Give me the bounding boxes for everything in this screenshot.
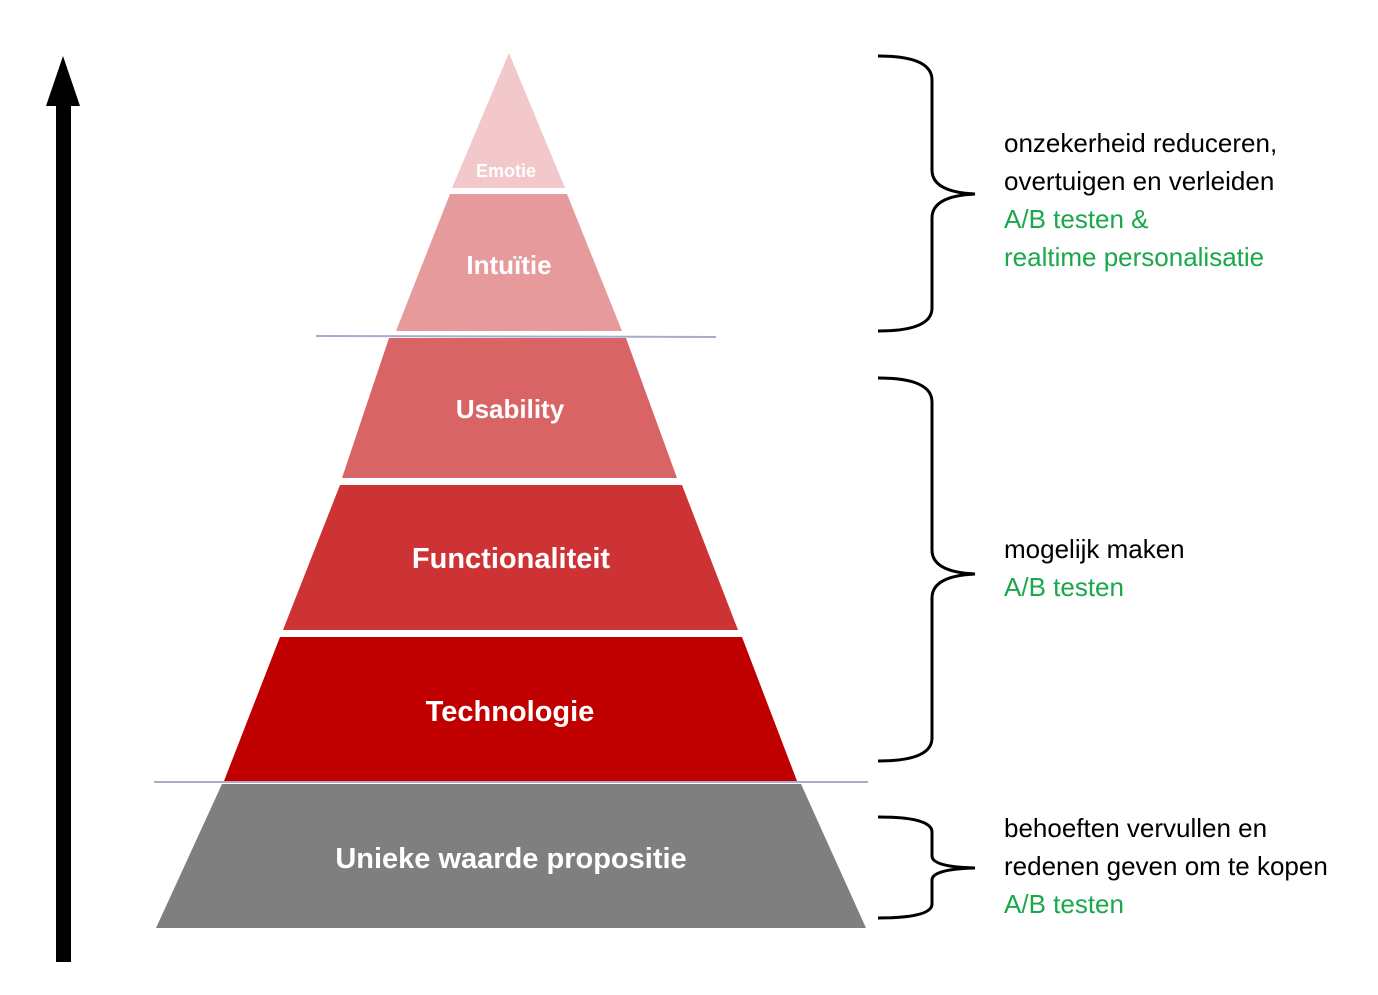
divider-line-upper	[315, 335, 717, 338]
note-top-line1: onzekerheid reduceren,	[1004, 128, 1278, 158]
label-usability: Usability	[456, 394, 565, 424]
note-middle: mogelijk maken A/B testen	[1004, 530, 1185, 606]
layer-technologie	[224, 637, 797, 781]
label-technologie: Technologie	[426, 696, 595, 728]
layer-emotie	[452, 53, 565, 188]
arrow-head-icon	[46, 56, 80, 106]
arrow-shaft	[56, 100, 71, 962]
label-functionaliteit: Functionaliteit	[412, 543, 611, 575]
label-propositie: Unieke waarde propositie	[335, 843, 686, 875]
brace-top	[877, 54, 976, 333]
note-top: onzekerheid reduceren, overtuigen en ver…	[1004, 124, 1277, 276]
label-emotie: Emotie	[476, 161, 536, 181]
note-bottom-line2: redenen geven om te kopen	[1004, 851, 1328, 881]
note-middle-green1: A/B testen	[1004, 572, 1124, 602]
upward-arrow	[46, 56, 80, 962]
note-top-green1: A/B testen &	[1004, 204, 1149, 234]
layer-intuitie	[396, 194, 622, 331]
brace-middle	[877, 376, 976, 763]
note-bottom-green1: A/B testen	[1004, 889, 1124, 919]
label-intuitie: Intuïtie	[466, 250, 551, 280]
layer-usability	[342, 338, 677, 478]
brace-bottom	[877, 815, 976, 920]
layer-propositie	[156, 784, 866, 928]
layer-functionaliteit	[283, 485, 738, 630]
note-top-green2: realtime personalisatie	[1004, 242, 1265, 272]
note-top-line2: overtuigen en verleiden	[1004, 166, 1275, 196]
note-bottom: behoeften vervullen en redenen geven om …	[1004, 809, 1328, 923]
note-bottom-line1: behoeften vervullen en	[1004, 813, 1268, 843]
note-middle-line1: mogelijk maken	[1004, 534, 1185, 564]
